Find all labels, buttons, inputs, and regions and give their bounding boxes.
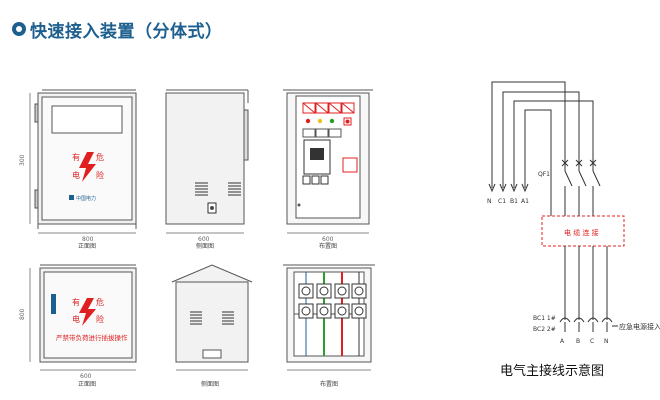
brand-text: 中国电力 [76, 195, 96, 202]
terminal-b1: B1 [510, 198, 518, 205]
danger-sticker-bottom: 有 危 电 险 严禁带负荷进行插拔操作 [56, 297, 128, 342]
view-label-side-top: 侧面图 [196, 242, 214, 250]
danger-char-2: 危 [96, 152, 104, 162]
dim-front-width: 800 [82, 236, 94, 243]
dim-bottom-front-width: 600 [80, 373, 92, 380]
danger-char-4: 险 [96, 170, 104, 180]
bus-label-1: BC1 1# [533, 315, 556, 322]
phase-n: N [604, 338, 609, 345]
phase-b: B [576, 338, 580, 345]
phase-c: C [590, 338, 594, 345]
main-wiring-schematic [488, 81, 625, 332]
warning-text: 严禁带负荷进行插拔操作 [56, 333, 128, 342]
danger-char-1: 有 [72, 152, 80, 162]
view-label-side-bottom: 侧面图 [201, 380, 219, 388]
section-header: 快速接入装置（分体式） [12, 15, 223, 43]
emergency-label: 应急电源接入 [619, 322, 660, 331]
layout-view-bottom [283, 264, 375, 371]
terminal-a1: A1 [521, 198, 529, 205]
danger-sticker-top: 有 危 电 险 [72, 152, 104, 182]
danger-char-3: 电 [72, 314, 80, 324]
danger-char-2: 危 [96, 297, 104, 307]
view-label-front-top: 正面图 [78, 243, 96, 250]
side-view-bottom [171, 264, 253, 371]
danger-char-1: 有 [72, 297, 80, 307]
dim-layout-width: 600 [322, 236, 334, 243]
section-title: 快速接入装置（分体式） [30, 21, 223, 42]
danger-char-4: 险 [96, 314, 104, 324]
front-view-bottom [29, 264, 137, 371]
dim-front-height: 300 [19, 154, 26, 166]
danger-char-3: 电 [72, 170, 80, 180]
view-label-layout-top: 布置图 [319, 242, 337, 250]
circle-bullet-icon [12, 22, 26, 36]
brand-label-top: 中国电力 [69, 195, 96, 202]
terminal-n: N [487, 198, 492, 205]
terminal-c1: C1 [498, 198, 506, 205]
side-view-top [165, 89, 249, 234]
phase-a: A [560, 338, 565, 345]
cable-connection-label: 电 缆 连 接 [564, 228, 599, 237]
dim-side-width: 600 [198, 236, 210, 243]
dim-bottom-height: 800 [19, 308, 26, 320]
switch-label: QF1 [538, 171, 550, 178]
schematic-caption: 电气主接线示意图 [500, 364, 605, 379]
layout-view-top [283, 89, 373, 234]
view-label-front-bottom: 正面图 [78, 381, 96, 388]
view-label-layout-bottom: 布置图 [320, 380, 338, 388]
bus-label-2: BC2 2# [533, 326, 556, 333]
